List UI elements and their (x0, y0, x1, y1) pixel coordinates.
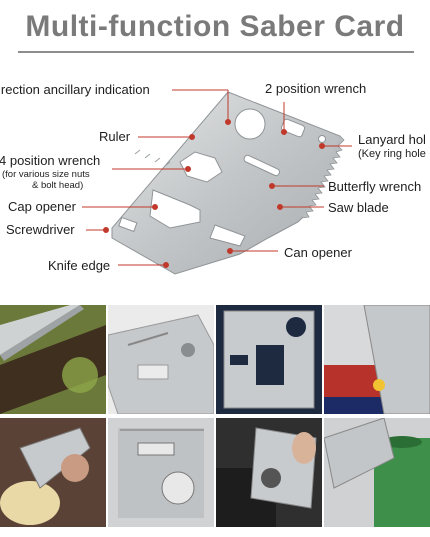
four-position-wrench-sub1: (for various size nuts (2, 169, 90, 180)
leader-lines (82, 89, 352, 268)
card-wrench-on-bolt-photo (216, 418, 322, 527)
title-divider (18, 51, 414, 53)
cap-opener-label: Cap opener (8, 199, 76, 214)
four-position-wrench-sub2: & bolt head) (32, 180, 84, 191)
saber-card-illustration (111, 91, 345, 275)
can-opener-label: Can opener (284, 245, 352, 260)
card-on-surface-photo (108, 305, 214, 414)
lanyard-hole-label: Lanyard hol (358, 132, 426, 147)
card-on-can-photo (324, 305, 430, 414)
two-position-wrench-label: 2 position wrench (265, 81, 367, 96)
card-diagram (82, 89, 352, 275)
saw-blade-label: Saw blade (328, 200, 389, 215)
four-position-wrench-label: 4 position wrench (0, 153, 101, 168)
butterfly-wrench-label: Butterfly wrench (328, 179, 422, 194)
card-in-blue-case-photo (216, 305, 322, 414)
page-title: Multi-function Saber Card (25, 10, 405, 43)
card-opening-bottle-photo (324, 418, 430, 527)
screwdriver-label: Screwdriver (6, 222, 75, 237)
key-ring-hole-label: (Key ring hole (358, 148, 426, 160)
knife-edge-label: Knife edge (48, 258, 111, 273)
ruler-label: Ruler (99, 129, 131, 144)
card-ruler-detail-photo (108, 418, 214, 527)
direction-indication-label: irection ancillary indication (0, 82, 150, 97)
knife-edge-cutting-fruit-photo (0, 418, 106, 527)
saw-on-branch-photo (0, 305, 106, 414)
